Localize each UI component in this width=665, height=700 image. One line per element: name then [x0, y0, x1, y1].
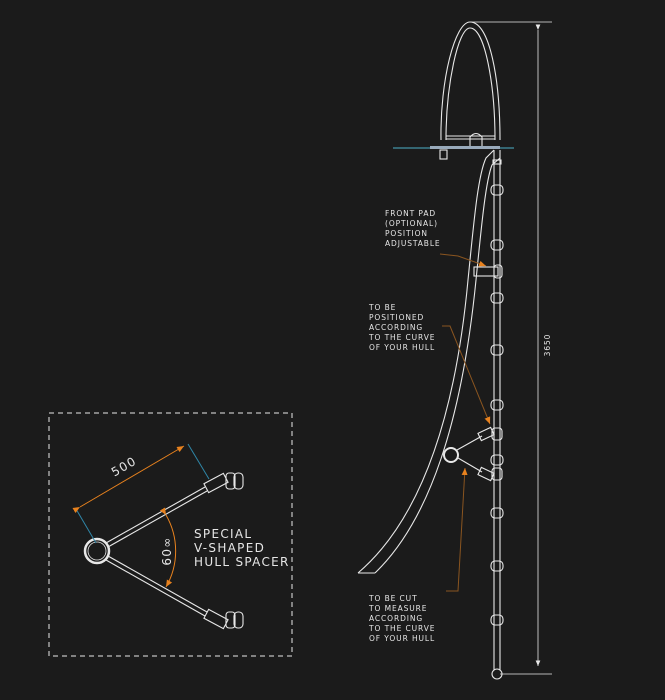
label-line: ADJUSTABLE	[385, 239, 441, 248]
label-positioned: TO BE POSITIONED ACCORDING TO THE CURVE …	[368, 303, 439, 352]
label-spacer: SPECIAL V-SHAPED HULL SPACER	[194, 527, 290, 569]
label-line: ACCORDING	[369, 614, 423, 623]
label-line: HULL SPACER	[194, 555, 290, 569]
label-line: TO MEASURE	[368, 604, 427, 613]
v-spacer-mounted	[443, 426, 503, 482]
ladder-rail	[490, 150, 504, 680]
arm-length-dimension: 500	[72, 443, 210, 544]
ladder-rung-ring	[490, 292, 504, 304]
label-line: ACCORDING	[369, 323, 423, 332]
label-line: V-SHAPED	[194, 541, 265, 555]
angle-value: 60∞	[160, 536, 174, 565]
hull-support	[357, 149, 501, 574]
label-line: POSITION	[385, 229, 428, 238]
label-line: (OPTIONAL)	[385, 219, 438, 228]
leader-cut	[446, 467, 468, 592]
deck-plate	[430, 146, 500, 149]
label-front-pad: FRONT PAD (OPTIONAL) POSITION ADJUSTABLE	[385, 209, 441, 248]
label-line: FRONT PAD	[385, 209, 436, 218]
ladder-rung-ring	[490, 560, 504, 572]
height-value: 3650	[543, 334, 552, 357]
detail-box	[48, 412, 293, 657]
leader-front-pad	[439, 253, 487, 267]
label-cut: TO BE CUT TO MEASURE ACCORDING TO THE CU…	[368, 594, 439, 643]
label-line: SPECIAL	[194, 527, 252, 541]
v-spacer-detail	[83, 472, 244, 630]
label-line: TO BE CUT	[368, 594, 418, 603]
ladder-rung-ring	[490, 344, 504, 356]
label-line: OF YOUR HULL	[369, 634, 435, 643]
height-dimension: 3650	[470, 21, 552, 675]
label-line: OF YOUR HULL	[369, 343, 435, 352]
label-line: POSITIONED	[369, 313, 424, 322]
ladder-rung-ring	[490, 239, 504, 251]
ladder-rung-ring	[490, 184, 504, 196]
handrail-arch	[439, 21, 501, 160]
ladder-rung-ring	[490, 507, 504, 519]
label-line: TO THE CURVE	[368, 624, 435, 633]
label-line: TO THE CURVE	[368, 333, 435, 342]
ladder-rung-ring	[490, 614, 504, 626]
front-pad	[473, 264, 503, 279]
label-line: TO BE	[368, 303, 396, 312]
ladder-rung-ring	[490, 454, 504, 466]
ladder-rung-ring	[490, 399, 504, 411]
leader-positioned	[442, 325, 491, 425]
angle-dimension: 60∞	[159, 507, 177, 588]
